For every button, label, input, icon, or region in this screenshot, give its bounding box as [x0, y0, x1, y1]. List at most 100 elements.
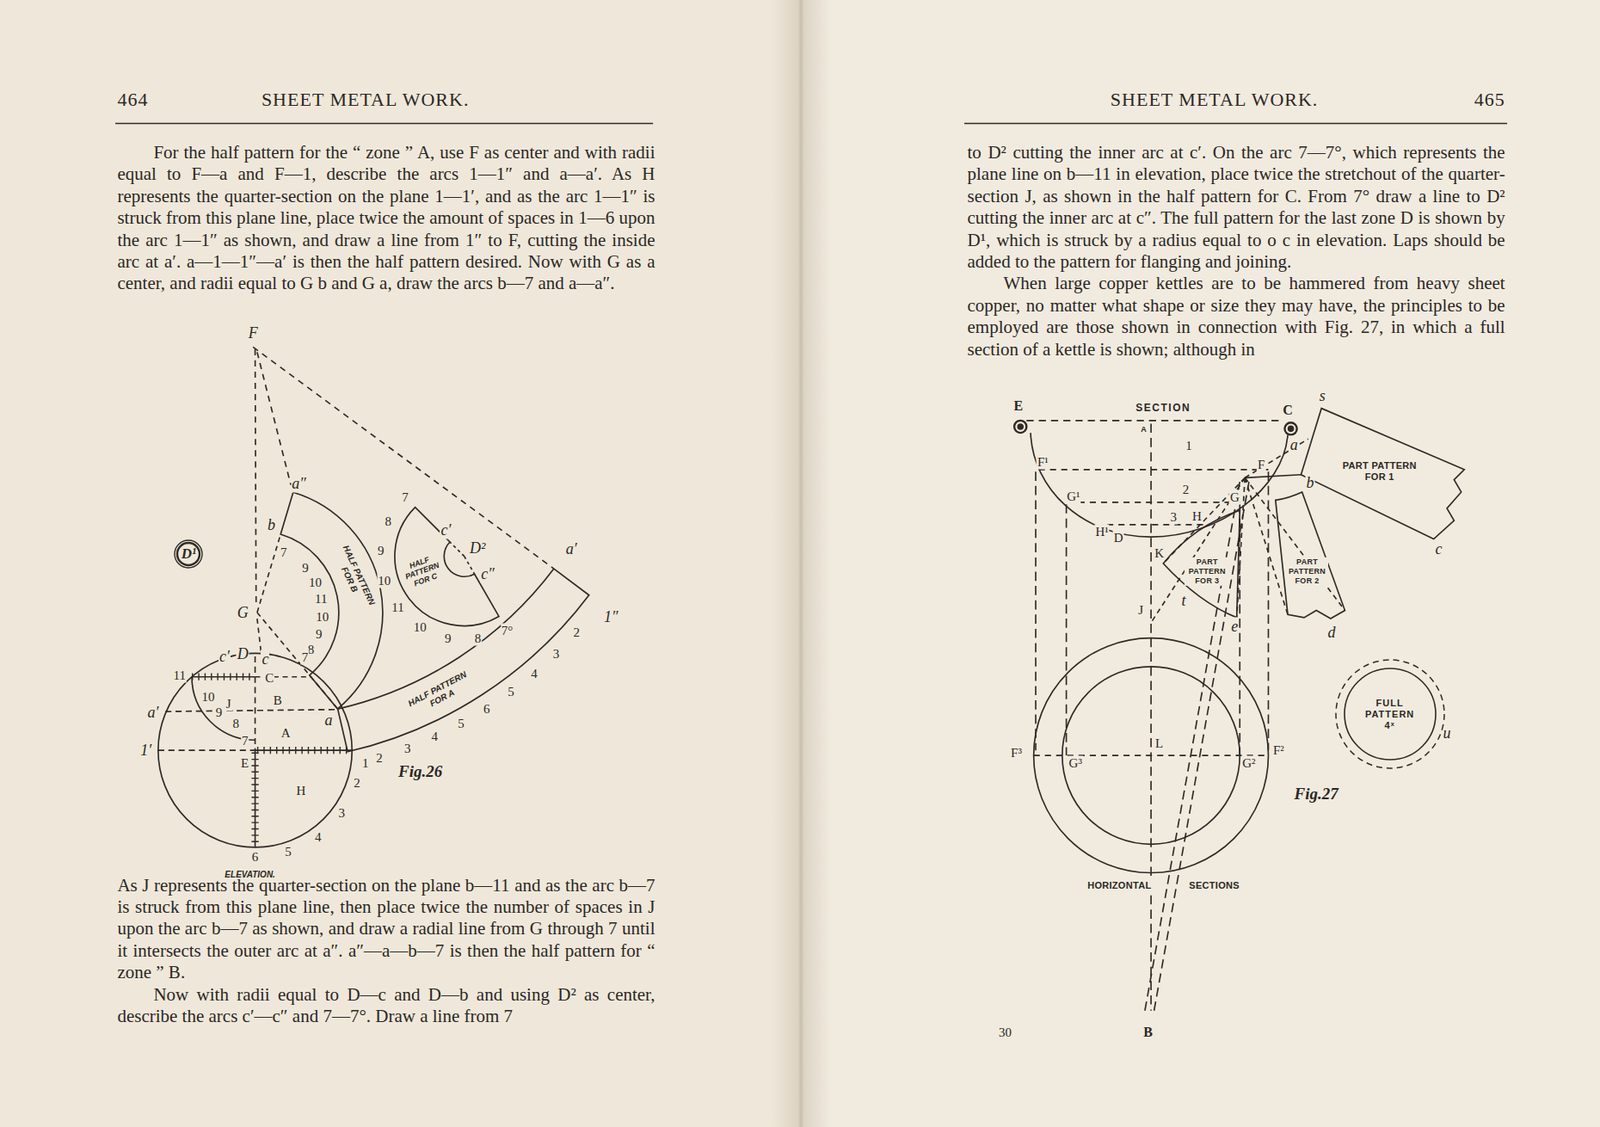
point-label: a: [323, 711, 333, 730]
point-label: 9: [301, 560, 310, 576]
point-label: C: [264, 670, 275, 685]
point-label: H¹: [1094, 524, 1109, 540]
pattern-caption: SECTION: [1134, 401, 1192, 414]
point-label: 7: [279, 545, 289, 560]
point-label: 3: [552, 646, 561, 661]
drawing-stroke: [191, 676, 352, 848]
point-label: 9: [443, 630, 453, 646]
circle-ring: [177, 542, 200, 566]
point-label: 2: [352, 775, 362, 791]
point-label: 3: [338, 806, 347, 821]
point-label: a′: [146, 702, 160, 721]
drawing-stroke: [800, 0, 1600, 1127]
drawing-stroke: [1026, 419, 1284, 422]
point-label: 4: [313, 829, 323, 844]
point-label: 1: [361, 756, 370, 771]
point-label: c: [260, 650, 270, 669]
point-label: 9: [215, 705, 224, 720]
point-label: G: [1229, 489, 1241, 505]
body-paragraph: For the half pattern for the “ zone ” A,…: [116, 141, 655, 296]
point-label: D²: [468, 539, 487, 558]
drawing-stroke: [1300, 408, 1465, 540]
drawing-stroke: [257, 534, 339, 709]
point-label: G: [236, 603, 250, 622]
point-label: 10: [200, 689, 216, 704]
header-rule: [115, 123, 1508, 125]
point-label: G³: [1068, 756, 1084, 771]
drawing-stroke: [255, 750, 353, 848]
point-label: D: [1113, 530, 1125, 546]
figure-27: [1014, 408, 1465, 1011]
drawing-stroke: [1033, 638, 1269, 874]
drawing-stroke: [1014, 420, 1027, 433]
pattern-circle: D¹: [172, 538, 204, 570]
point-label: a″: [290, 474, 308, 493]
point-label: 2: [375, 750, 384, 765]
pattern-circle: FULL PATTERN4ˣ: [1334, 658, 1447, 770]
point-label: c″: [480, 564, 496, 583]
running-head: SHEET METAL WORK.: [261, 88, 470, 111]
point-label: 1: [1184, 438, 1194, 454]
point-label: 5: [456, 716, 466, 732]
circle-text: D¹: [181, 545, 197, 563]
point-label: F¹: [1036, 455, 1050, 470]
point-label: J: [225, 696, 233, 712]
point-label: A: [280, 725, 292, 740]
point-label: G²: [1241, 756, 1256, 771]
point-label: J: [1137, 603, 1145, 618]
point-label: 6: [482, 701, 492, 716]
point-label: 10: [307, 575, 323, 591]
point-label: 3: [403, 740, 413, 756]
point-label: K: [1153, 545, 1165, 560]
drawing-stroke: [0, 0, 801, 1127]
circle-ring: [174, 540, 203, 568]
drawing-stroke: [165, 709, 338, 712]
pattern-caption: HORIZONTAL: [1086, 880, 1152, 892]
drawing-stroke: [254, 656, 257, 751]
point-label: a: [1289, 436, 1299, 455]
point-label: c′: [218, 646, 231, 665]
point-label: L: [1154, 735, 1164, 751]
drawing-stroke: [1030, 432, 1288, 537]
point-label: 7: [240, 733, 250, 749]
point-label: 4: [430, 729, 440, 745]
drawing-stroke: [255, 349, 257, 605]
pattern-caption: PART PATTERN FOR 1: [1340, 460, 1420, 483]
running-head: 464: [116, 88, 148, 111]
point-label: b: [1305, 473, 1316, 493]
point-label: 3: [1169, 510, 1178, 525]
figure-caption: Fig.26: [397, 762, 444, 782]
drawing-stroke: [1244, 474, 1301, 479]
pattern-caption: PART PATTERN FOR 2: [1286, 557, 1329, 585]
point-label: 9: [314, 626, 324, 641]
figure-caption: Fig.27: [1293, 784, 1340, 804]
point-label: t: [1181, 590, 1188, 610]
point-label: 11: [313, 591, 328, 607]
drawing-stroke: [1275, 492, 1346, 619]
drawing-stroke: [338, 568, 590, 752]
running-head: SHEET METAL WORK.: [1110, 88, 1319, 111]
drawing-stroke: [1017, 424, 1023, 430]
drawing-stroke: [394, 507, 499, 627]
point-label: a′: [565, 539, 579, 558]
drawing-stroke: [1144, 481, 1250, 1011]
point-label: 2: [572, 624, 582, 640]
point-label: F²: [1272, 742, 1286, 757]
drawing-stroke: [1288, 425, 1294, 431]
point-label: 11: [390, 599, 405, 615]
point-label: 2: [1181, 482, 1191, 498]
drawing-stroke: [257, 351, 291, 485]
pattern-caption: SECTIONS: [1187, 880, 1241, 892]
point-label: 7: [400, 489, 410, 505]
point-label: 4: [529, 665, 539, 681]
drawing-stroke: [191, 676, 256, 741]
pattern-caption: PART PATTERN FOR 3: [1184, 557, 1230, 585]
drawing-stroke: [252, 346, 554, 569]
point-label: 10: [314, 609, 330, 624]
body-paragraph: As J represents the quarter-section on t…: [116, 874, 655, 985]
drawing-stroke: [1150, 438, 1345, 623]
point-label: E: [1013, 398, 1025, 414]
point-label: 6: [251, 849, 260, 865]
point-label: G¹: [1065, 488, 1081, 504]
